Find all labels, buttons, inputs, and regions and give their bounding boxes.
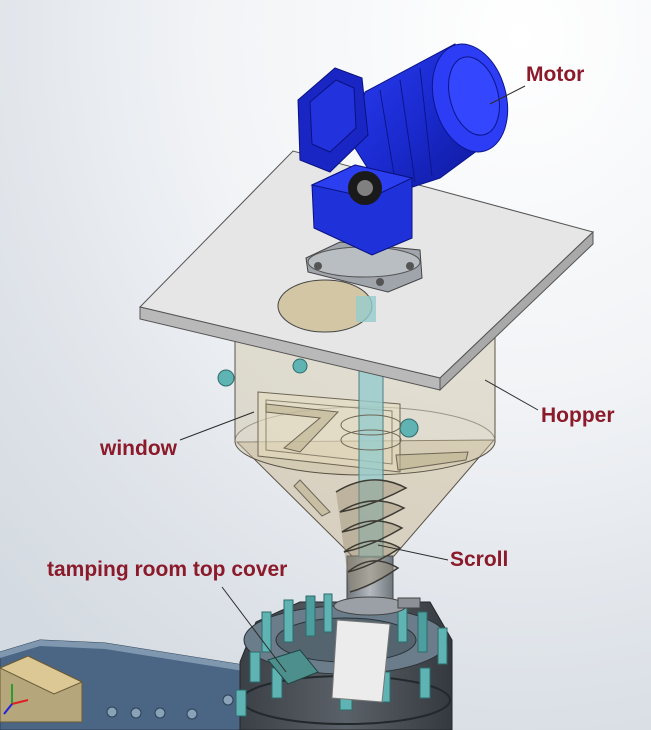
label-window: window bbox=[99, 437, 178, 460]
post bbox=[283, 599, 294, 643]
window-leader-line bbox=[179, 411, 255, 441]
knob bbox=[399, 418, 419, 438]
motor-leader-line bbox=[489, 85, 526, 105]
side-container bbox=[0, 655, 84, 723]
knob bbox=[217, 369, 235, 387]
post bbox=[249, 651, 261, 683]
post bbox=[305, 595, 316, 637]
knob bbox=[292, 358, 308, 374]
scroll-screw bbox=[335, 344, 408, 593]
tamping-cover-leader-line bbox=[221, 586, 287, 673]
tamping-room-top-cover bbox=[267, 649, 319, 685]
motor bbox=[297, 43, 509, 256]
post bbox=[437, 627, 448, 665]
axis-z-icon bbox=[3, 703, 13, 715]
axis-x-icon bbox=[11, 699, 29, 705]
scroll-leader-line bbox=[377, 544, 449, 561]
post bbox=[261, 611, 272, 653]
hopper-leader-line bbox=[484, 379, 539, 411]
tamping-machine bbox=[235, 593, 453, 730]
post bbox=[419, 667, 431, 699]
post bbox=[235, 689, 247, 717]
post bbox=[323, 593, 333, 633]
motor-flange bbox=[305, 241, 423, 293]
label-scroll: Scroll bbox=[450, 548, 508, 571]
post bbox=[417, 611, 428, 653]
feed-tube bbox=[331, 619, 391, 703]
clamp bbox=[397, 597, 421, 609]
label-tamping-room-top-cover: tamping room top cover bbox=[47, 558, 287, 581]
label-hopper: Hopper bbox=[541, 404, 615, 427]
label-motor: Motor bbox=[526, 63, 584, 86]
